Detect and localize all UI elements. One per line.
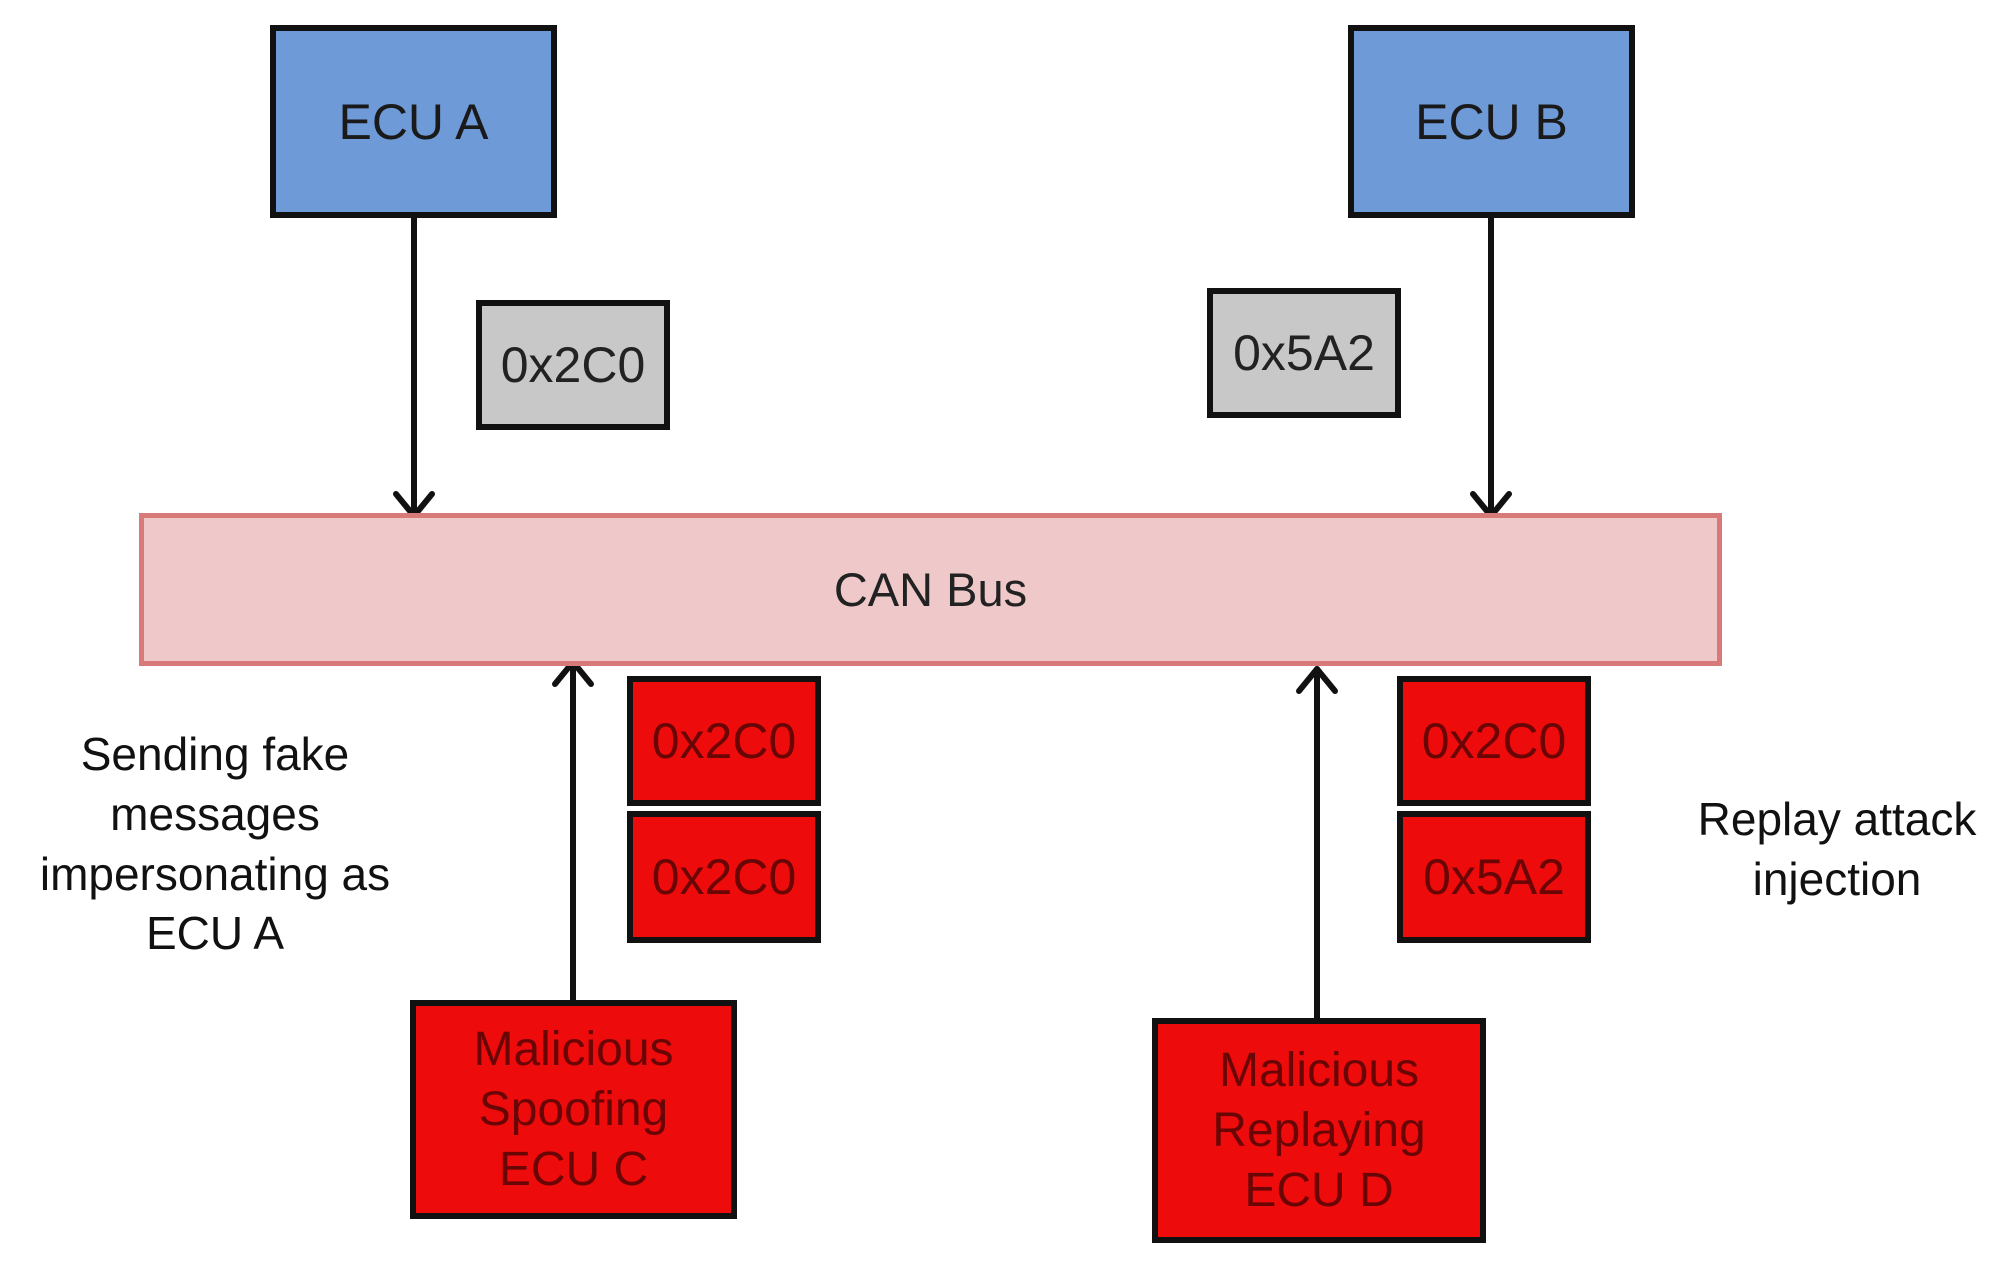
ecu-b-label: ECU B — [1415, 93, 1568, 150]
replay-frame-1-id: 0x2C0 — [1421, 713, 1567, 769]
spoof-frame-1-id: 0x2C0 — [651, 713, 797, 769]
ecu-b-box: ECU B — [1348, 25, 1635, 218]
replay-frame-2: 0x5A2 — [1397, 811, 1591, 943]
ecu-a-box: ECU A — [270, 25, 557, 218]
arrow-ecu-d-to-bus — [1296, 666, 1338, 1021]
ecu-c-box: Malicious Spoofing ECU C — [410, 1000, 737, 1219]
spoof-frame-1: 0x2C0 — [627, 676, 821, 806]
ecu-d-box: Malicious Replaying ECU D — [1152, 1018, 1486, 1243]
spoof-frame-2: 0x2C0 — [627, 811, 821, 943]
replay-frame-2-id: 0x5A2 — [1423, 849, 1565, 905]
spoofing-annotation: Sending fake messages impersonating as E… — [39, 728, 391, 960]
ecu-a-label: ECU A — [338, 93, 489, 150]
replay-annotation: Replay attack injection — [1697, 793, 1977, 905]
ecu-b-frame-id: 0x5A2 — [1233, 325, 1375, 381]
ecu-a-frame: 0x2C0 — [476, 300, 670, 430]
can-bus-label: CAN Bus — [833, 563, 1028, 616]
replay-frame-1: 0x2C0 — [1397, 676, 1591, 806]
ecu-a-frame-id: 0x2C0 — [500, 337, 646, 393]
arrow-ecu-c-to-bus — [552, 659, 594, 1003]
arrow-ecu-a-to-bus — [393, 215, 435, 519]
ecu-b-frame: 0x5A2 — [1207, 288, 1401, 418]
can-bus: CAN Bus — [139, 513, 1722, 666]
arrow-ecu-b-to-bus — [1470, 215, 1512, 519]
spoof-frame-2-id: 0x2C0 — [651, 849, 797, 905]
ecu-c-label: Malicious Spoofing ECU C — [473, 1022, 674, 1196]
ecu-d-label: Malicious Replaying ECU D — [1212, 1043, 1426, 1217]
